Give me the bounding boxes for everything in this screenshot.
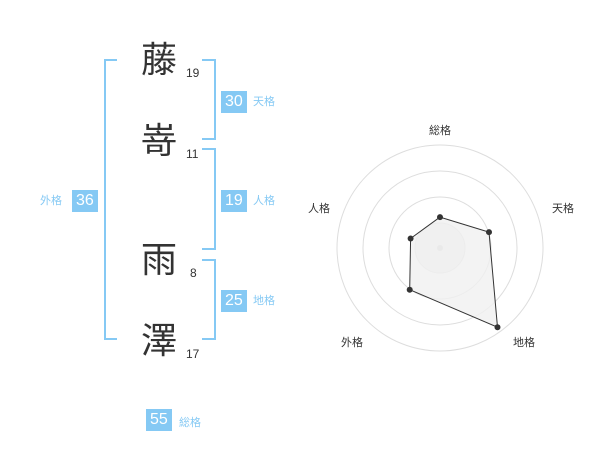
radar-ring-2 <box>362 170 518 326</box>
axis-label-soukaku: 総格 <box>429 123 451 137</box>
radar-point-1 <box>437 214 443 221</box>
radar-ring-1 <box>336 144 544 352</box>
tenkaku-value: 30 <box>221 91 247 113</box>
tenkaku-label: 天格 <box>253 95 275 108</box>
soukaku-value: 55 <box>146 409 172 431</box>
axis-label-jinkaku: 人格 <box>308 201 330 215</box>
chikaku-value: 25 <box>221 290 247 312</box>
name-char-3: 雨 <box>141 240 178 281</box>
radar-points <box>406 214 501 331</box>
stroke-count-3: 8 <box>190 266 197 280</box>
soukaku-label: 総格 <box>179 416 201 429</box>
name-char-2: 嵜 <box>141 121 178 162</box>
radar-point-5 <box>407 235 414 242</box>
jinkaku-label: 人格 <box>253 194 275 207</box>
axis-label-chikaku: 地格 <box>513 335 535 349</box>
chikaku-label: 地格 <box>253 294 275 307</box>
fortune-radar-chart: 総格 天格 地格 外格 人格 <box>308 123 574 352</box>
axis-label-gaikaku: 外格 <box>341 335 363 349</box>
chikaku-bracket <box>202 259 216 340</box>
stroke-count-1: 19 <box>186 66 200 80</box>
name-char-4: 澤 <box>141 321 178 362</box>
stroke-count-2: 11 <box>186 147 199 161</box>
gaikaku-bracket <box>104 59 117 340</box>
radar-point-3 <box>494 324 501 331</box>
gaikaku-value: 36 <box>72 190 98 212</box>
gaikaku-label: 外格 <box>40 194 62 207</box>
radar-point-4 <box>406 286 413 293</box>
name-char-1: 藤 <box>141 40 178 81</box>
tenkaku-bracket <box>202 59 216 140</box>
stroke-count-4: 17 <box>186 347 200 361</box>
axis-label-tenkaku: 天格 <box>552 201 574 215</box>
jinkaku-value: 19 <box>221 190 247 212</box>
radar-point-2 <box>486 229 492 236</box>
radar-polygon <box>409 216 499 328</box>
jinkaku-bracket <box>202 148 216 250</box>
